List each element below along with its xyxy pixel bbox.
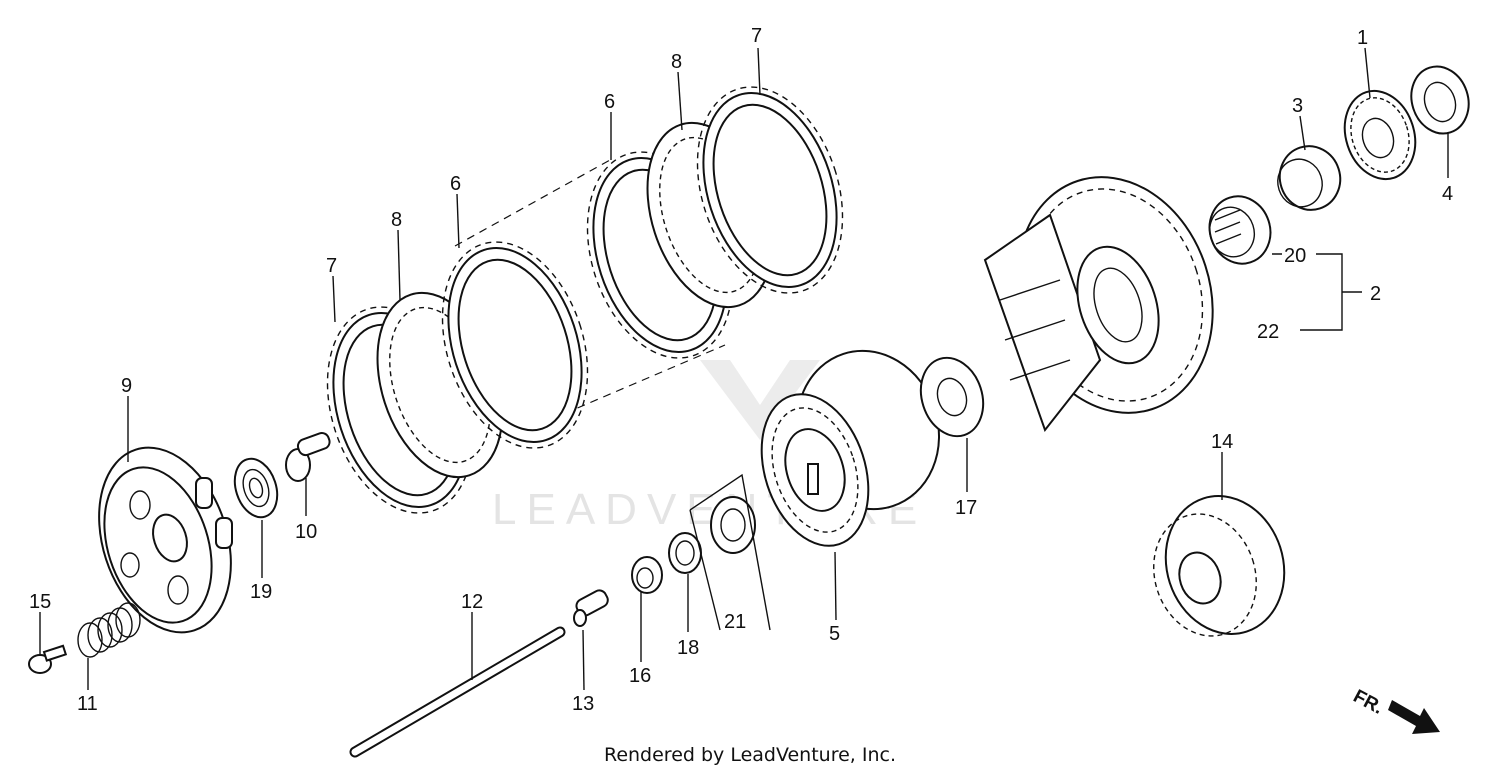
spring-11[interactable]: [77, 602, 141, 658]
friction-disc-7-upper[interactable]: [673, 68, 868, 312]
callout-11: 11: [77, 693, 98, 715]
callout-labels: 1 2 3 4 5 6 6 7 7 8 8 9 10 11 12 13 14 1…: [29, 25, 1453, 715]
callout-3: 3: [1292, 95, 1303, 117]
callout-22: 22: [1257, 321, 1279, 343]
callout-16: 16: [629, 665, 651, 687]
callout-1: 1: [1357, 27, 1368, 49]
friction-disc-6-lower[interactable]: [418, 223, 613, 467]
lock-nut-16[interactable]: [631, 556, 663, 594]
callout-6-lower: 6: [450, 173, 461, 195]
callout-4: 4: [1442, 183, 1453, 205]
callout-15: 15: [29, 591, 51, 613]
thrust-washer-17[interactable]: [911, 350, 993, 445]
washer-21[interactable]: [710, 496, 756, 554]
clutch-outer-22[interactable]: [983, 152, 1242, 439]
gear-1[interactable]: [1334, 82, 1426, 189]
callout-10: 10: [295, 521, 317, 543]
pressure-plate-9[interactable]: [77, 430, 254, 649]
callout-5: 5: [829, 623, 840, 645]
front-direction-indicator: FR.: [1350, 686, 1440, 734]
collar-3[interactable]: [1272, 138, 1349, 217]
needle-bearing-20[interactable]: [1201, 188, 1279, 271]
callout-21: 21: [724, 611, 746, 633]
gear-14[interactable]: [1138, 481, 1302, 650]
lifter-piece-13[interactable]: [573, 588, 610, 627]
callout-14: 14: [1211, 431, 1233, 453]
oil-seal-4[interactable]: [1403, 59, 1477, 141]
callout-13: 13: [572, 693, 594, 715]
front-label: FR.: [1350, 686, 1387, 719]
callout-9: 9: [121, 375, 132, 397]
callout-7-upper: 7: [751, 25, 762, 47]
callout-18: 18: [677, 637, 699, 659]
stack-outline: [454, 159, 726, 431]
callout-2: 2: [1370, 283, 1381, 305]
callout-7-lower: 7: [326, 255, 337, 277]
bracket-21: [689, 473, 771, 631]
clutch-center-5[interactable]: [743, 332, 959, 559]
callout-19: 19: [250, 581, 272, 603]
lifter-piece-10[interactable]: [285, 431, 332, 482]
callout-12: 12: [461, 591, 483, 613]
callout-6-upper: 6: [604, 91, 615, 113]
render-credit: Rendered by LeadVenture, Inc.: [603, 744, 897, 766]
callout-8-lower: 8: [391, 209, 402, 231]
callout-20: 20: [1284, 245, 1306, 267]
callout-17: 17: [955, 497, 977, 519]
front-arrow-icon: [1388, 700, 1440, 734]
bearing-19[interactable]: [228, 453, 285, 522]
callout-leaders: [39, 47, 1449, 691]
lifter-rod-12[interactable]: [349, 626, 566, 758]
callout-8-upper: 8: [671, 51, 682, 73]
washer-18[interactable]: [668, 532, 702, 574]
bolt-15[interactable]: [28, 644, 68, 674]
